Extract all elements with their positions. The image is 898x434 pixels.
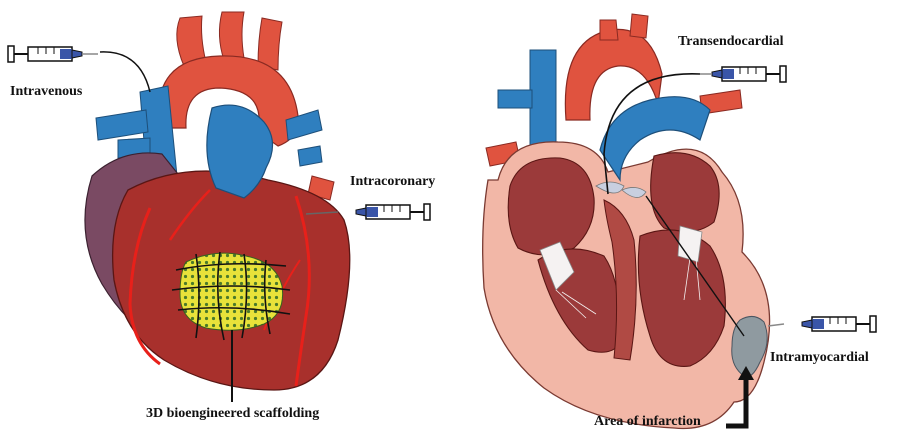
- intravenous-tube: [100, 52, 150, 92]
- label-transendocardial: Transendocardial: [678, 34, 784, 50]
- cs-left-atrium: [651, 153, 719, 232]
- cs-pulmonary-vein-left: [498, 90, 532, 108]
- cs-aorta-branch-2: [630, 14, 648, 38]
- label-scaffolding: 3D bioengineered scaffolding: [146, 406, 319, 422]
- heart-exterior-illustration: [85, 12, 350, 402]
- label-intravenous: Intravenous: [10, 84, 82, 100]
- cs-intramyocardial-needle: [768, 324, 784, 326]
- label-intramyocardial: Intramyocardial: [770, 350, 869, 366]
- cs-mitral-valve: [678, 226, 702, 262]
- cs-aorta-branch-1: [600, 20, 618, 40]
- cs-right-atrium: [508, 158, 594, 255]
- label-infarction: Area of infarction: [594, 414, 701, 430]
- syringe-icon: [356, 204, 430, 220]
- syringe-icon: [802, 316, 876, 332]
- pulmonary-vein-right-2: [298, 146, 322, 166]
- syringe-icon: [8, 46, 98, 62]
- syringe-icon: [700, 66, 786, 82]
- aorta-branch-mid: [219, 12, 244, 60]
- pulmonary-vein-left-1: [96, 110, 148, 140]
- label-intracoronary: Intracoronary: [350, 174, 435, 190]
